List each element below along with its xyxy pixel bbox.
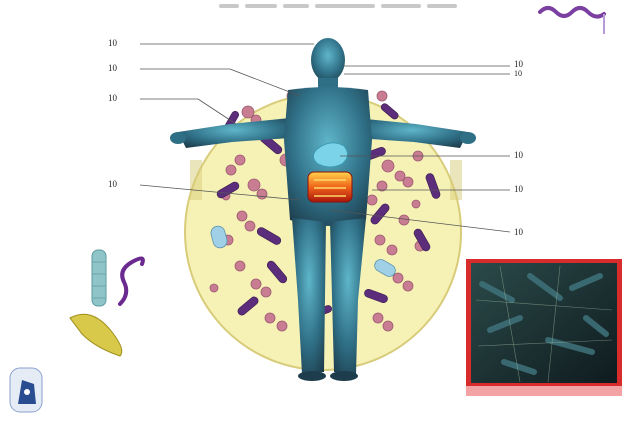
- label-left-mid: 10: [108, 180, 117, 189]
- label-mouth-right-b: 10: [514, 70, 522, 78]
- label-gut: 10: [514, 228, 523, 237]
- curved-bacterium-icon: [70, 314, 122, 356]
- label-upper-left-1: 10: [108, 64, 117, 73]
- label-mouth-right-a: 10: [514, 60, 523, 69]
- label-head: 10: [108, 39, 117, 48]
- label-right-mid: 10: [514, 185, 523, 194]
- micrograph-inset: [466, 259, 622, 396]
- rod-bacterium-icon: [92, 250, 106, 306]
- intestine-icon: [308, 172, 352, 202]
- label-upper-left-2: 10: [108, 94, 117, 103]
- logo-icon: [10, 368, 42, 412]
- label-stomach: 10: [514, 151, 523, 160]
- faded-header: [195, 0, 480, 12]
